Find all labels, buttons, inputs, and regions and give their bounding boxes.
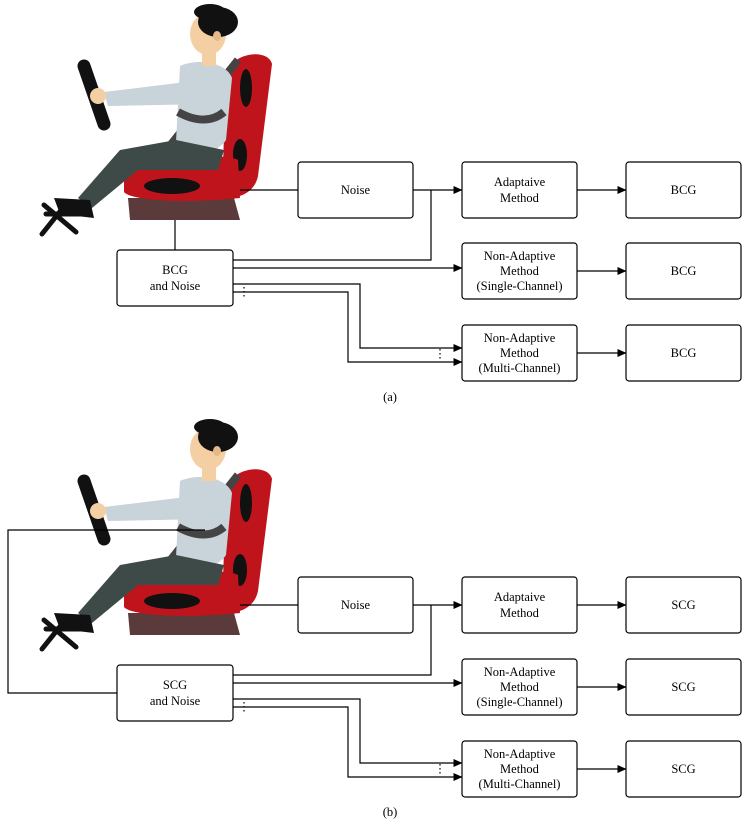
source-to-multi-arrow-1-a bbox=[233, 283, 463, 352]
output-box-2-b: SCG bbox=[625, 658, 742, 716]
noise-box-b: Noise bbox=[297, 576, 414, 634]
output-box-1-b: SCG bbox=[625, 576, 742, 634]
adaptive-method-box-a: Adaptaive Method bbox=[461, 161, 578, 219]
single-channel-box-a: Non-Adaptive Method (Single-Channel) bbox=[461, 242, 578, 300]
driver-seat-illustration-b bbox=[42, 419, 272, 649]
multi-channel-box-b: Non-Adaptive Method (Multi-Channel) bbox=[461, 740, 578, 798]
single-channel-box-b: Non-Adaptive Method (Single-Channel) bbox=[461, 658, 578, 716]
source-to-adaptive-wire-b bbox=[233, 605, 432, 676]
output-label-3-b: SCG bbox=[671, 762, 695, 776]
caption-a: (a) bbox=[383, 390, 397, 404]
source-label-line1-b: SCG bbox=[163, 678, 187, 692]
multi-label-line2-b: Method bbox=[500, 762, 540, 776]
single-label-line3-b: (Single-Channel) bbox=[476, 695, 562, 709]
source-box-b: SCG and Noise bbox=[116, 664, 234, 722]
single-label-line3-a: (Single-Channel) bbox=[476, 279, 562, 293]
driver-seat-illustration-a bbox=[42, 4, 272, 234]
output-label-2-b: SCG bbox=[671, 680, 695, 694]
caption-b: (b) bbox=[383, 805, 398, 819]
output-box-1-a: BCG bbox=[625, 161, 742, 219]
noise-label-b: Noise bbox=[341, 598, 371, 612]
output-label-1-b: SCG bbox=[671, 598, 695, 612]
multi-label-line3-b: (Multi-Channel) bbox=[479, 777, 561, 791]
output-label-3-a: BCG bbox=[671, 346, 697, 360]
single-label-line1-b: Non-Adaptive bbox=[484, 665, 556, 679]
noise-box-a: Noise bbox=[297, 161, 414, 219]
output-box-3-b: SCG bbox=[625, 740, 742, 798]
source-label-line2-a: and Noise bbox=[150, 279, 201, 293]
output-label-2-a: BCG bbox=[671, 264, 697, 278]
multi-label-line1-b: Non-Adaptive bbox=[484, 747, 556, 761]
source-to-multi-arrow-2-a bbox=[233, 291, 463, 366]
panel-b: Noise SCG and Noise Adaptaive Method Non… bbox=[7, 419, 742, 819]
multi-label-line1-a: Non-Adaptive bbox=[484, 331, 556, 345]
noise-label-a: Noise bbox=[341, 183, 371, 197]
chest-sensor-wire-b bbox=[7, 529, 205, 694]
multi-label-line2-a: Method bbox=[500, 346, 540, 360]
source-to-multi-arrow-1-b bbox=[233, 698, 463, 767]
single-label-line2-a: Method bbox=[500, 264, 540, 278]
adaptive-label-line1-b: Adaptaive bbox=[494, 590, 546, 604]
panel-a: Noise BCG and Noise Adaptaive Method Non… bbox=[42, 4, 742, 404]
adaptive-method-box-b: Adaptaive Method bbox=[461, 576, 578, 634]
source-to-adaptive-wire-a bbox=[233, 190, 432, 261]
adaptive-label-line2-a: Method bbox=[500, 191, 540, 205]
adaptive-label-line1-a: Adaptaive bbox=[494, 175, 546, 189]
source-label-line1-a: BCG bbox=[162, 263, 188, 277]
source-box-a: BCG and Noise bbox=[116, 249, 234, 307]
source-label-line2-b: and Noise bbox=[150, 694, 201, 708]
output-box-3-a: BCG bbox=[625, 324, 742, 382]
multi-label-line3-a: (Multi-Channel) bbox=[479, 361, 561, 375]
adaptive-label-line2-b: Method bbox=[500, 606, 540, 620]
multi-channel-box-a: Non-Adaptive Method (Multi-Channel) bbox=[461, 324, 578, 382]
output-box-2-a: BCG bbox=[625, 242, 742, 300]
single-label-line1-a: Non-Adaptive bbox=[484, 249, 556, 263]
single-label-line2-b: Method bbox=[500, 680, 540, 694]
output-label-1-a: BCG bbox=[671, 183, 697, 197]
source-to-multi-arrow-2-b bbox=[233, 706, 463, 781]
